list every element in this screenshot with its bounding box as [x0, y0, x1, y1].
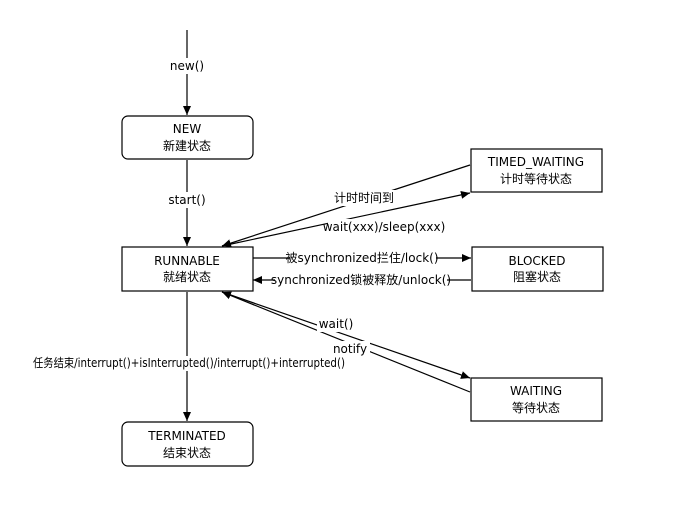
state-terminated: TERMINATED 结束状态	[121, 421, 254, 467]
state-new-name: NEW	[173, 122, 202, 136]
label-task-finished-interrupt: 任务结束/interrupt()+isInterrupted()/interru…	[33, 355, 345, 370]
state-waiting-desc: 等待状态	[512, 401, 560, 415]
state-waiting-name: WAITING	[510, 384, 562, 398]
label-notify-call: notify	[333, 342, 367, 356]
label-wait-call: wait()	[319, 317, 354, 331]
state-timed-waiting: TIMED_WAITING 计时等待状态	[470, 148, 603, 193]
label-synchronized-lock: 被synchronized拦住/lock()	[285, 251, 438, 265]
state-runnable: RUNNABLE 就绪状态	[121, 246, 254, 292]
state-timed-waiting-name: TIMED_WAITING	[487, 155, 584, 169]
state-waiting: WAITING 等待状态	[470, 377, 603, 422]
label-start-call: start()	[168, 193, 205, 207]
state-new: NEW 新建状态	[121, 115, 254, 160]
state-blocked-name: BLOCKED	[508, 254, 565, 268]
state-terminated-name: TERMINATED	[147, 429, 226, 443]
edge-runnable-to-waiting	[221, 291, 471, 379]
state-timed-waiting-desc: 计时等待状态	[500, 172, 572, 186]
state-new-desc: 新建状态	[163, 138, 211, 153]
state-runnable-name: RUNNABLE	[154, 254, 220, 268]
label-new-call: new()	[170, 59, 204, 73]
state-blocked-desc: 阻塞状态	[513, 269, 561, 284]
state-blocked: BLOCKED 阻塞状态	[471, 246, 604, 292]
state-terminated-desc: 结束状态	[163, 446, 211, 460]
label-timer-expired: 计时时间到	[334, 191, 394, 205]
state-runnable-desc: 就绪状态	[163, 270, 211, 284]
label-wait-sleep-timed: wait(xxx)/sleep(xxx)	[323, 220, 446, 234]
label-synchronized-unlock: synchronized锁被释放/unlock()	[271, 272, 451, 287]
